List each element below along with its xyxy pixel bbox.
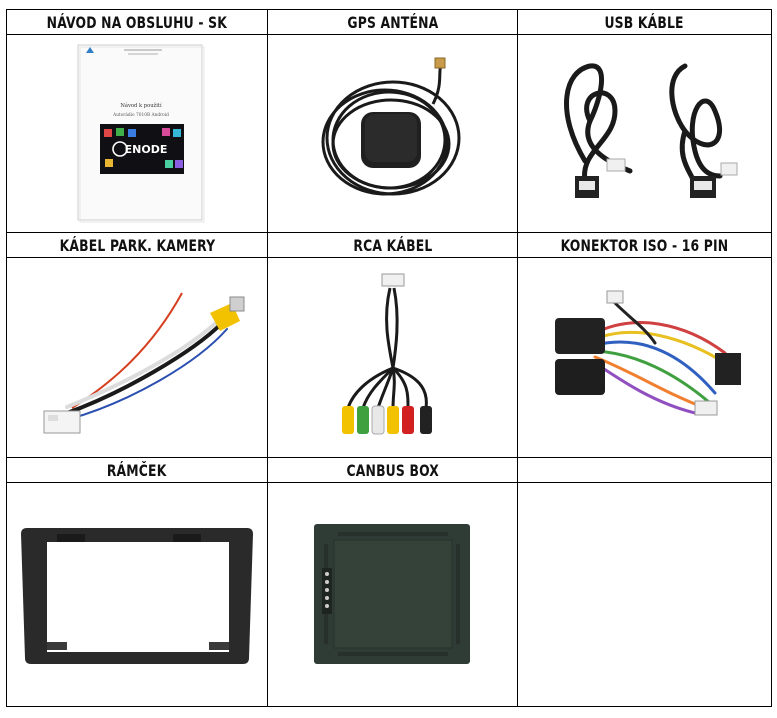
svg-text:Návod k použití: Návod k použití — [120, 102, 162, 109]
rca-cable-image — [341, 273, 432, 434]
cell-image — [267, 34, 518, 233]
parking-camera-cable-image — [43, 292, 245, 433]
cell-image: Návod k použití Autorádio 7010B Android … — [6, 34, 268, 233]
cell-header: GPS ANTÉNA — [267, 9, 518, 35]
table-row: Návod k použití Autorádio 7010B Android … — [6, 34, 772, 233]
cell-header: USB KÁBLE — [517, 9, 772, 35]
cell-image — [6, 257, 268, 458]
contents-table: NÁVOD NA OBSLUHU - SK GPS ANTÉNA USB KÁB… — [6, 9, 772, 707]
table-row — [6, 257, 772, 458]
cell-image — [517, 257, 772, 458]
gps-antenna-image — [321, 57, 460, 195]
table-row: KÁBEL PARK. KAMERY RCA KÁBEL KONEKTOR IS… — [6, 232, 772, 258]
cell-header: KÁBEL PARK. KAMERY — [6, 232, 268, 258]
cell-header: RÁMČEK — [6, 457, 268, 483]
usb-cables-image — [563, 63, 737, 198]
cell-header: CANBUS BOX — [267, 457, 518, 483]
table-row — [6, 482, 772, 707]
manual-booklet-image: Návod k použití Autorádio 7010B Android … — [77, 44, 205, 223]
cell-image — [267, 482, 518, 707]
table-row: RÁMČEK CANBUS BOX — [6, 457, 772, 483]
dash-frame-image — [21, 527, 253, 664]
canbus-box-image — [313, 523, 470, 664]
iso-connector-image — [554, 290, 741, 415]
cell-header: KONEKTOR ISO - 16 PIN — [517, 232, 772, 258]
cell-header: NÁVOD NA OBSLUHU - SK — [6, 9, 268, 35]
cell-image — [267, 257, 518, 458]
svg-text:Autorádio 7010B Android: Autorádio 7010B Android — [112, 113, 169, 118]
cell-header — [517, 457, 772, 483]
cell-image — [517, 34, 772, 233]
cell-header: RCA KÁBEL — [267, 232, 518, 258]
svg-text:ENODE: ENODE — [125, 143, 168, 156]
table-row: NÁVOD NA OBSLUHU - SK GPS ANTÉNA USB KÁB… — [6, 9, 772, 35]
cell-image — [6, 482, 268, 707]
cell-empty — [517, 482, 772, 707]
